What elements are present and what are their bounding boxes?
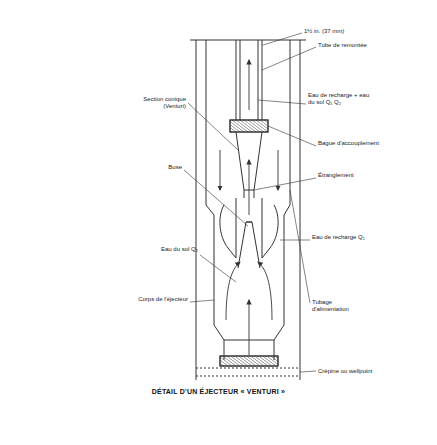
part-label: Bague d'accouplement: [318, 140, 398, 147]
part-label: Tube de remontée: [318, 42, 398, 49]
figure-caption: DÉTAIL D'UN ÉJECTEUR « VENTURI »: [60, 388, 377, 395]
part-label: Buse: [150, 164, 182, 171]
part-label: Crépine ou wellpoint: [318, 368, 398, 375]
part-label: Tubage d'alimentation: [312, 299, 364, 313]
part-label: 1½ in. (37 mm): [304, 28, 384, 35]
part-label: Eau de recharge + eau du sol Q₁ Q₂: [308, 92, 370, 106]
part-label: Eau du sol Q₂: [160, 246, 198, 253]
part-label: Section conique (Venturi): [132, 96, 186, 110]
part-label: Eau de recharge Q₁: [312, 234, 392, 241]
part-label: Étranglement: [318, 172, 398, 179]
part-label: Corps de l'éjecteur: [118, 296, 188, 303]
